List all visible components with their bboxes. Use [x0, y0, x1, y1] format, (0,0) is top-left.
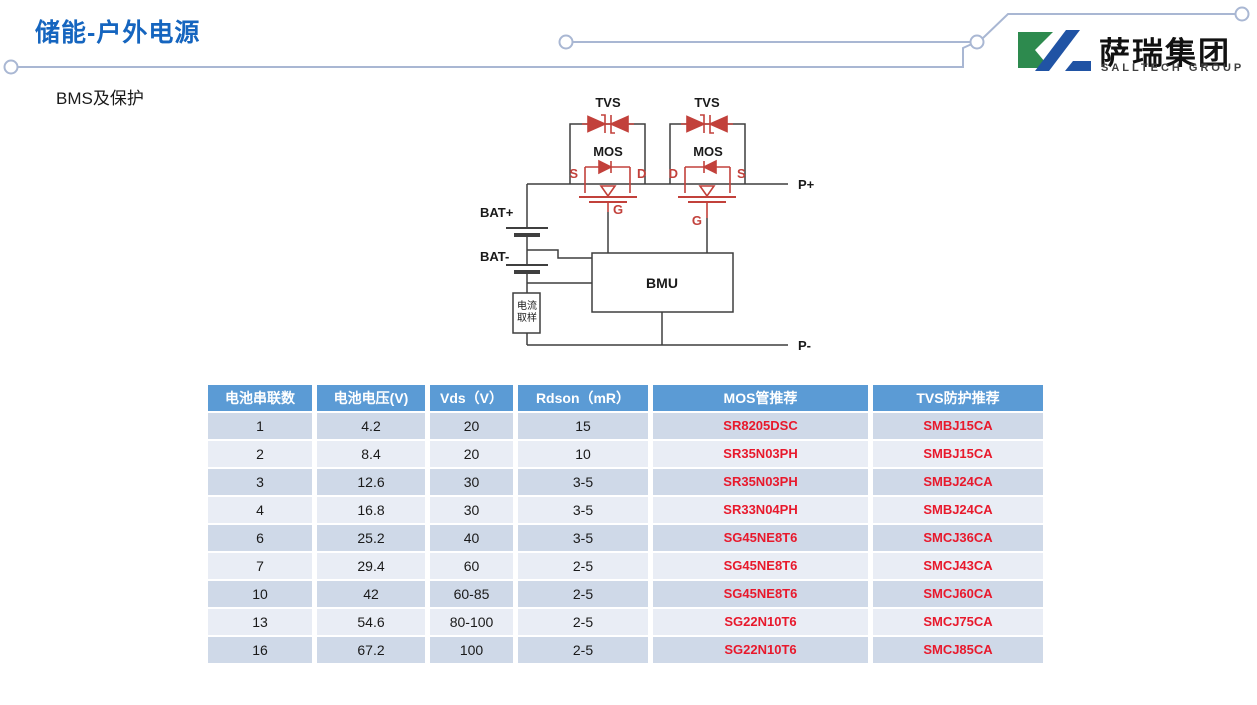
- table-cell-part: SG45NE8T6: [653, 525, 868, 551]
- table-cell-part: SG22N10T6: [653, 609, 868, 635]
- table-cell: 2: [208, 441, 312, 467]
- battery-symbols: [506, 227, 548, 274]
- table-cell-part: SMBJ24CA: [873, 497, 1043, 523]
- table-cell: 30: [430, 469, 513, 495]
- table-cell: 10: [518, 441, 648, 467]
- table-cell-part: SG45NE8T6: [653, 581, 868, 607]
- table-cell: 54.6: [317, 609, 425, 635]
- table-cell: 2-5: [518, 581, 648, 607]
- table-cell: 2-5: [518, 553, 648, 579]
- table-cell: 60-85: [430, 581, 513, 607]
- mos-label-left: MOS: [593, 144, 623, 159]
- table-cell: 3-5: [518, 469, 648, 495]
- table-cell: 2-5: [518, 637, 648, 663]
- decor-lines: [3, 6, 1250, 75]
- table-cell: 12.6: [317, 469, 425, 495]
- current-sample-label-1: 电流: [517, 299, 537, 312]
- table-cell-part: SR35N03PH: [653, 441, 868, 467]
- tvs-diode-right-icon: [681, 114, 733, 134]
- header-cell-tvs: TVS防护推荐: [873, 385, 1043, 411]
- table-cell: 100: [430, 637, 513, 663]
- table-cell-part: SR33N04PH: [653, 497, 868, 523]
- table-cell: 15: [518, 413, 648, 439]
- table-cell: 60: [430, 553, 513, 579]
- header-cell-mos: MOS管推荐: [653, 385, 868, 411]
- table-cell-part: SG22N10T6: [653, 637, 868, 663]
- logo-name-en: SALLTECH GROUP: [1101, 62, 1245, 74]
- table-cell-part: SMCJ60CA: [873, 581, 1043, 607]
- table-cell: 29.4: [317, 553, 425, 579]
- table-cell: 1: [208, 413, 312, 439]
- table-cell: 42: [317, 581, 425, 607]
- circuit-wires: [526, 123, 788, 346]
- header-cell-voltage: 电池电压(V): [317, 385, 425, 411]
- table-cell: 3-5: [518, 525, 648, 551]
- table-cell: 20: [430, 441, 513, 467]
- table-cell: 4.2: [317, 413, 425, 439]
- table-cell-part: SMBJ15CA: [873, 441, 1043, 467]
- bmu-box: [591, 252, 734, 313]
- bat-plus-label: BAT+: [480, 205, 514, 220]
- table-cell: 2-5: [518, 609, 648, 635]
- table-cell: 13: [208, 609, 312, 635]
- drain-label-left: D: [637, 166, 646, 181]
- company-logo: 萨瑞集团 SALLTECH GROUP: [1005, 20, 1255, 90]
- header-cell-series: 电池串联数: [208, 385, 312, 411]
- table-cell-part: SMCJ36CA: [873, 525, 1043, 551]
- source-label-left: S: [569, 166, 578, 181]
- bms-table: 电池串联数 电池电压(V) Vds（V） Rdson（mR） MOS管推荐 TV…: [208, 385, 1043, 663]
- table-cell-part: SR8205DSC: [653, 413, 868, 439]
- section-subtitle: BMS及保护: [56, 89, 144, 108]
- p-minus-label: P-: [798, 338, 811, 353]
- table-cell-part: SMCJ75CA: [873, 609, 1043, 635]
- mosfet-right-icon: [678, 159, 736, 218]
- logo-name-cn: 萨瑞集团: [1099, 36, 1231, 71]
- table-cell: 80-100: [430, 609, 513, 635]
- tvs-diode-left-icon: [582, 114, 634, 134]
- gate-label-right: G: [692, 213, 702, 228]
- table-cell: 16: [208, 637, 312, 663]
- header-cell-rdson: Rdson（mR）: [518, 385, 648, 411]
- table-cell: 20: [430, 413, 513, 439]
- table-cell: 7: [208, 553, 312, 579]
- gate-label-left: G: [613, 202, 623, 217]
- table-cell: 40: [430, 525, 513, 551]
- table-cell: 8.4: [317, 441, 425, 467]
- mosfet-left-icon: [579, 159, 637, 212]
- table-cell: 67.2: [317, 637, 425, 663]
- table-cell-part: SMBJ15CA: [873, 413, 1043, 439]
- current-sample-label-2: 取样: [517, 311, 537, 324]
- circuit-diagram: TVS TVS MOS MOS S D D S G G BAT+ BAT- 电流…: [480, 95, 815, 353]
- table-cell: 10: [208, 581, 312, 607]
- table-cell-part: SMCJ43CA: [873, 553, 1043, 579]
- current-sample-box: [512, 292, 541, 334]
- page-title: 储能-户外电源: [35, 19, 201, 47]
- bmu-label: BMU: [646, 275, 678, 291]
- logo-mark-icon: [1018, 30, 1091, 71]
- tvs-label-right: TVS: [694, 95, 720, 110]
- table-cell: 3: [208, 469, 312, 495]
- table-cell: 4: [208, 497, 312, 523]
- table-cell: 25.2: [317, 525, 425, 551]
- mos-label-right: MOS: [693, 144, 723, 159]
- table-cell-part: SG45NE8T6: [653, 553, 868, 579]
- table-cell-part: SMCJ85CA: [873, 637, 1043, 663]
- table-cell: 6: [208, 525, 312, 551]
- bat-minus-label: BAT-: [480, 249, 509, 264]
- tvs-label-left: TVS: [595, 95, 621, 110]
- p-plus-label: P+: [798, 177, 815, 192]
- table-cell-part: SMBJ24CA: [873, 469, 1043, 495]
- source-label-right: S: [737, 166, 746, 181]
- drain-label-right: D: [669, 166, 678, 181]
- table-cell: 3-5: [518, 497, 648, 523]
- table-cell-part: SR35N03PH: [653, 469, 868, 495]
- header-cell-vds: Vds（V）: [430, 385, 513, 411]
- table-cell: 16.8: [317, 497, 425, 523]
- table-cell: 30: [430, 497, 513, 523]
